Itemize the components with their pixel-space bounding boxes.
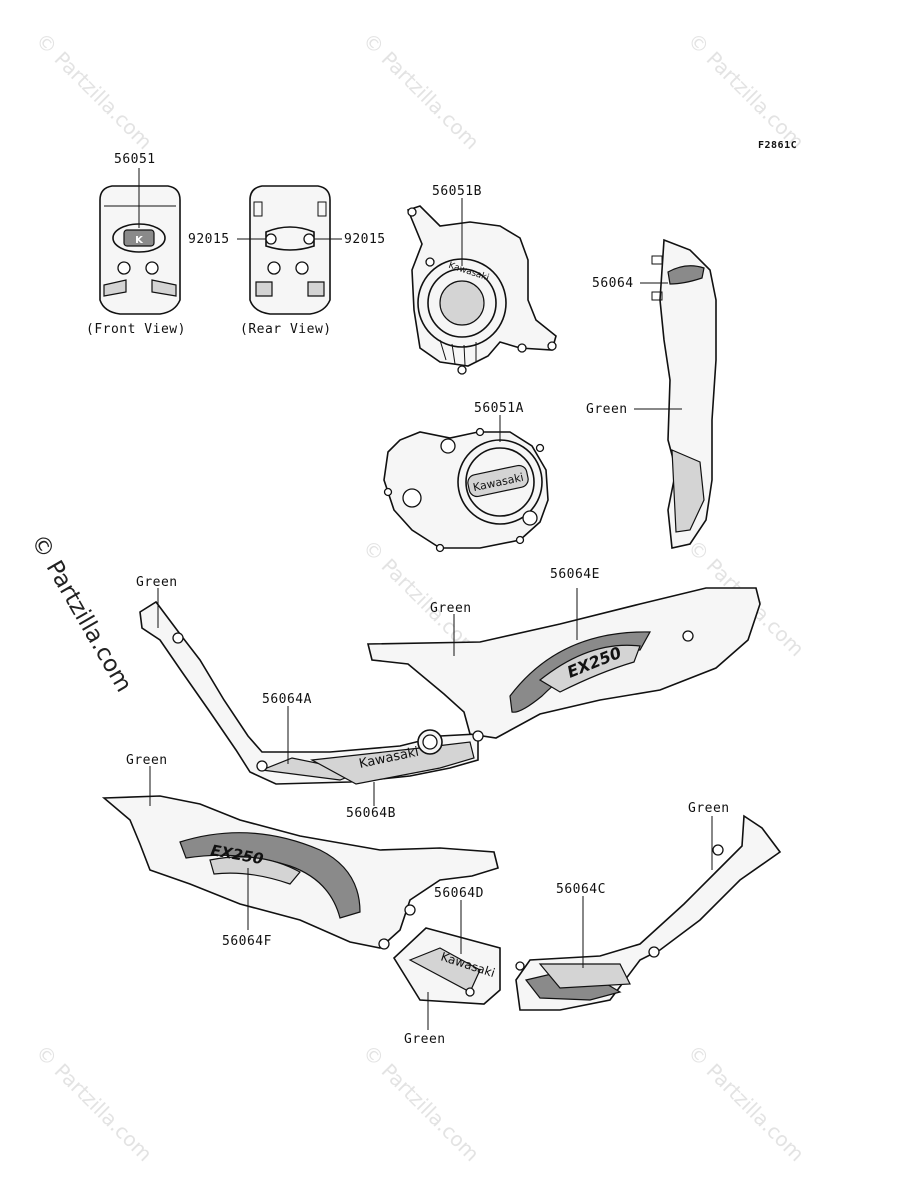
color-label-green: Green [430, 601, 472, 616]
part-number-56064E: 56064E [550, 567, 600, 582]
color-label-green: Green [136, 575, 178, 590]
part-number-56051B: 56051B [432, 184, 482, 199]
side-cover-decal-upper-right: EX250 [366, 587, 761, 742]
part-number-56051A: 56051A [474, 401, 524, 416]
part-number-56064B: 56064B [346, 806, 396, 821]
part-number-56064A: 56064A [262, 692, 312, 707]
svg-text:K: K [135, 235, 144, 246]
color-label-green: Green [404, 1032, 446, 1047]
color-label-green: Green [126, 753, 168, 768]
part-number-56064C: 56064C [556, 882, 606, 897]
front-view-caption: (Front View) [86, 322, 186, 337]
tail-decal [651, 238, 717, 549]
part-number-56064F: 56064F [222, 934, 272, 949]
side-cover-decal-lower-left: EX250 [101, 795, 499, 950]
emblem-cover-front: K [99, 185, 181, 315]
part-number-56064D: 56064D [434, 886, 484, 901]
side-cover-decal-lower-small: Kawasaki [392, 927, 501, 1005]
figure-code: F2861C [758, 140, 798, 151]
clutch-cover: Kawasaki [383, 427, 549, 553]
color-label-green: Green [688, 801, 730, 816]
generator-cover: Kawasaki [406, 205, 557, 375]
side-cover-decal-upper-left: Kawasaki [139, 600, 479, 785]
part-number-92015-right: 92015 [344, 232, 386, 247]
color-label-green: Green [586, 402, 628, 417]
part-number-56064: 56064 [592, 276, 634, 291]
rear-view-caption: (Rear View) [240, 322, 332, 337]
part-number-56051: 56051 [114, 152, 156, 167]
side-cover-decal-lower-right [515, 814, 782, 1011]
part-number-92015-left: 92015 [188, 232, 230, 247]
emblem-cover-rear [249, 185, 331, 315]
